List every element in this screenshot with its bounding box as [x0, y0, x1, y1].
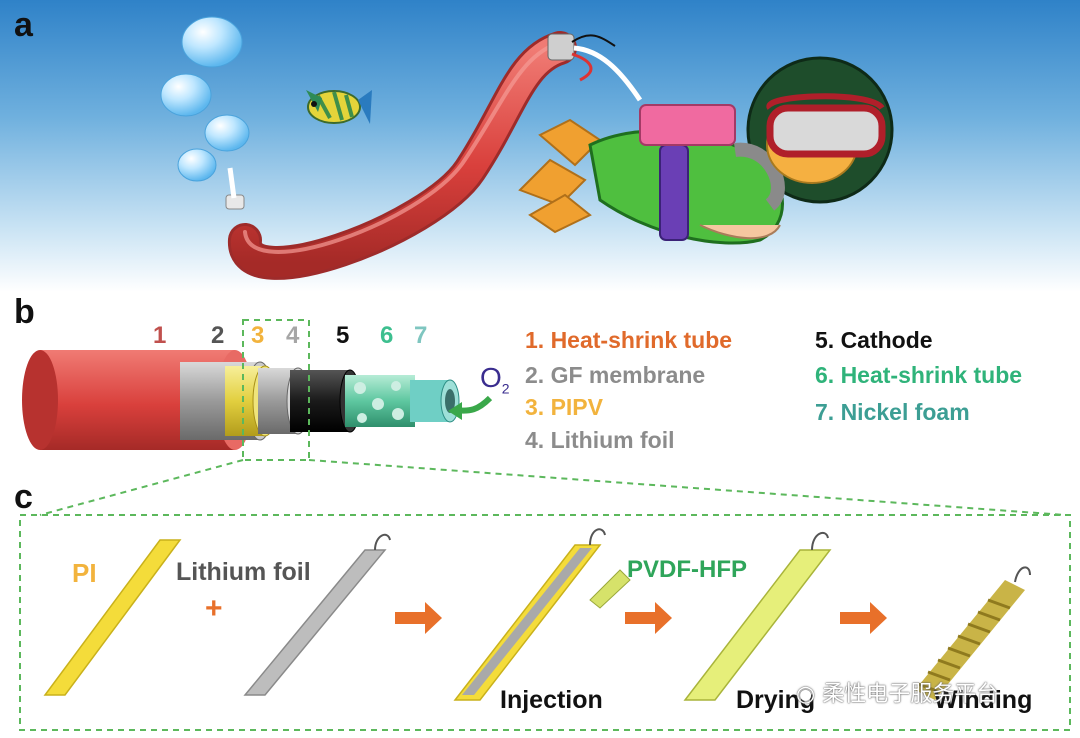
watermark: ◉ 柔性电子服务平台	[796, 676, 998, 708]
wechat-icon: ◉	[796, 682, 823, 707]
diver-illustration	[518, 56, 894, 245]
legend-item-4: 4. Lithium foil	[525, 427, 675, 453]
pi-label: PI	[72, 558, 97, 588]
legend-item-1: 1. Heat-shrink tube	[525, 327, 733, 353]
zoom-indicator	[19, 319, 1071, 731]
process-strips	[43, 528, 1031, 701]
legend-item-3: 3. PIPV	[525, 394, 603, 420]
cable-number-2: 2	[211, 322, 225, 349]
legend-item-7: 7. Nickel foam	[815, 399, 970, 425]
pvdf-hfp-label: PVDF-HFP	[627, 556, 747, 583]
legend-item-6: 6. Heat-shrink tube	[815, 362, 1023, 388]
panel-label-c: c	[14, 478, 33, 516]
legend-item-2: 2. GF membrane	[525, 362, 706, 388]
fish-icon	[306, 90, 372, 124]
panel-label-a: a	[14, 6, 33, 44]
oxygen-symbol: O	[480, 362, 502, 393]
cable-number-6: 6	[380, 322, 394, 349]
cable-number-7: 7	[414, 322, 428, 349]
step-drying-label: Drying	[736, 686, 816, 714]
oxygen-label: O2	[480, 362, 510, 397]
oxygen-subscript: 2	[501, 380, 510, 397]
step-injection-label: Injection	[500, 686, 603, 714]
watermark-text: 柔性电子服务平台	[822, 682, 999, 707]
cable-number-3: 3	[251, 322, 265, 349]
cable-number-4: 4	[286, 322, 300, 349]
step-winding-label: Winding	[934, 686, 1033, 714]
panel-label-b: b	[14, 293, 35, 331]
lithium-foil-label: Lithium foil	[176, 558, 311, 586]
plus-sign: +	[205, 592, 223, 625]
fiber-battery-cable	[225, 31, 643, 280]
process-arrows	[395, 602, 887, 634]
cable-cross-section	[22, 350, 493, 450]
legend-item-5: 5. Cathode	[815, 327, 933, 353]
cable-number-5: 5	[336, 322, 350, 349]
cable-number-1: 1	[153, 322, 167, 349]
bubbles	[160, 16, 250, 182]
